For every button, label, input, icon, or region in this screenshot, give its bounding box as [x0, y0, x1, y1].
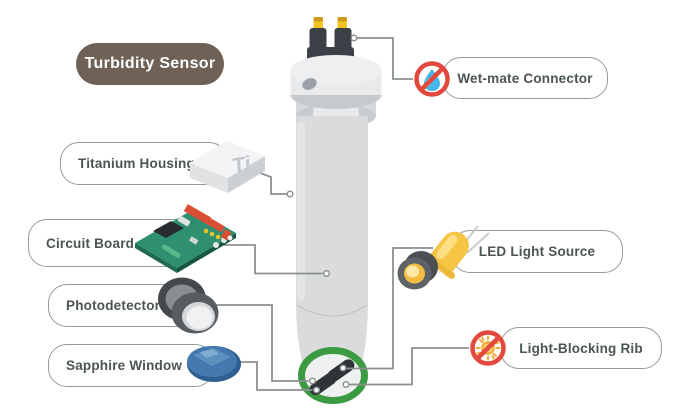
sensor-probe-illustration — [290, 17, 382, 404]
sapphire-window-illustration — [187, 346, 241, 382]
circuit-board-illustration — [135, 204, 236, 273]
no-water-icon — [414, 61, 450, 97]
label-text: Light-Blocking Rib — [519, 340, 643, 356]
titanium-block-illustration: Ti — [190, 141, 265, 193]
no-light-icon — [470, 330, 506, 366]
label-text: Wet-mate Connector — [457, 70, 593, 86]
diagram-title: Turbidity Sensor — [76, 43, 224, 85]
label-text: Photodetector — [66, 298, 161, 313]
titanium-symbol: Ti — [232, 152, 251, 178]
label-text: Titanium Housing — [78, 156, 195, 171]
led-holder-icon — [397, 251, 438, 290]
optical-tip — [298, 347, 368, 404]
photodetector-illustration — [158, 277, 219, 334]
led-illustration — [397, 225, 490, 290]
label-text: Sapphire Window — [66, 358, 183, 373]
diagram-title-label: Turbidity Sensor — [84, 55, 216, 72]
label-text: LED Light Source — [478, 244, 596, 259]
label-wet-mate-connector: Wet-mate Connector — [442, 57, 608, 99]
label-text: Circuit Board — [46, 235, 135, 251]
label-light-blocking-rib: Light-Blocking Rib — [500, 327, 662, 369]
label-led-light-source: LED Light Source — [451, 230, 623, 273]
